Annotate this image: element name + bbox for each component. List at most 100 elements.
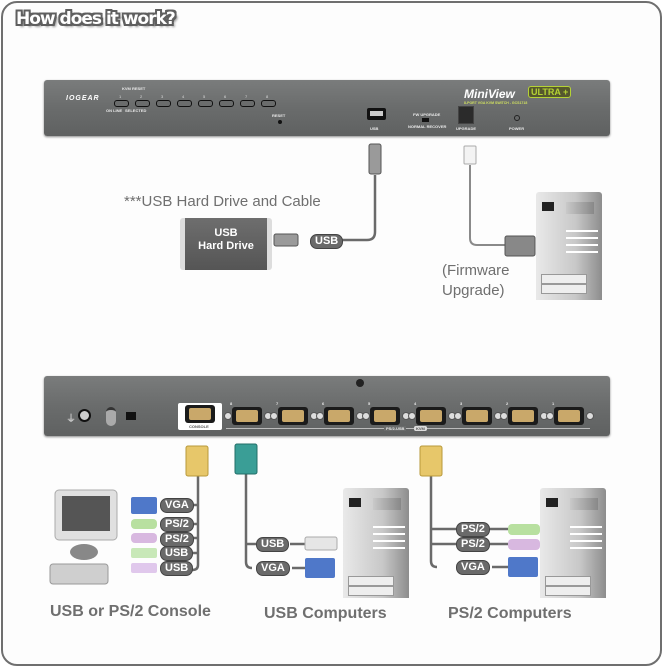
fw-mode-switch[interactable] (422, 118, 429, 122)
computer-port-8[interactable] (232, 407, 262, 425)
computer-port-number: 6 (322, 401, 325, 406)
usb-group-vga-plug (234, 443, 258, 475)
usb-plug-top (368, 143, 382, 175)
rj11-plug (463, 145, 477, 165)
screw-top (356, 379, 364, 387)
ps2-group-vga-plug (419, 445, 443, 477)
computer-port-2[interactable] (508, 407, 538, 425)
port-screw (408, 412, 416, 420)
bus-badge: KVM (414, 426, 427, 431)
upgrade-label: UPGRADE (456, 126, 477, 131)
port-select-button-6[interactable] (219, 100, 234, 107)
dc-power-jack[interactable] (126, 412, 136, 420)
computer-port-6[interactable] (324, 407, 354, 425)
computer-port-3[interactable] (462, 407, 492, 425)
usb-group-vga-connector (305, 558, 335, 578)
monitor-vga-plug (131, 497, 157, 514)
port-screw (586, 412, 594, 420)
port-button-number: 7 (245, 94, 248, 99)
computer-port-1[interactable] (554, 407, 584, 425)
ps2-group-tag-ps2-2: PS/2 (456, 537, 490, 552)
port-select-button-2[interactable] (135, 100, 150, 107)
port-screw (270, 412, 278, 420)
firmware-cable (469, 165, 505, 246)
ps2-group-purple-plug (508, 539, 540, 550)
usb-group-tag-usb: USB (256, 537, 290, 552)
computer-port-number: 7 (276, 401, 279, 406)
computer-port-7[interactable] (278, 407, 308, 425)
console-tag-vga: VGA (160, 498, 194, 513)
kvm-reset-label: KVM RESET (122, 86, 146, 91)
port-button-number: 4 (182, 94, 185, 99)
computer-port-5[interactable] (370, 407, 400, 425)
brand-logo: IOGEAR (66, 95, 100, 102)
port-screw (454, 412, 462, 420)
ground-screw (78, 409, 91, 422)
port-select-button-1[interactable] (114, 100, 129, 107)
computer-port-number: 8 (230, 401, 233, 406)
port-button-number: 2 (140, 94, 143, 99)
console-tag-ps2-2: PS/2 (160, 532, 194, 547)
ps2-group-trunk (429, 476, 438, 569)
port-screw (546, 412, 554, 420)
ps2-computer-tower (540, 488, 606, 598)
port-button-number: 8 (266, 94, 269, 99)
computer-port-number: 1 (552, 401, 555, 406)
online-label: ON LINE (106, 108, 123, 113)
bus-label: PS/2-USB (384, 426, 407, 431)
port-screw (224, 412, 232, 420)
port-button-number: 6 (224, 94, 227, 99)
port-select-button-5[interactable] (198, 100, 213, 107)
ps2-group-tag-ps2-1: PS/2 (456, 522, 490, 537)
product-subtitle: 8-PORT VGA KVM SWITCH - GCS1718 (464, 101, 528, 105)
port-bus-line (226, 428, 590, 429)
ps2-green-plug (131, 519, 157, 529)
drive-label-line2: Hard Drive (198, 240, 254, 252)
computer-port-number: 4 (414, 401, 417, 406)
usb-cable (340, 175, 377, 242)
power-led (514, 115, 520, 121)
upgrade-port[interactable] (458, 106, 474, 124)
usb-cable-tag: USB (310, 234, 344, 249)
serial-connector (504, 235, 536, 257)
console-trunk (191, 476, 200, 572)
firmware-pc-tower (536, 192, 602, 300)
console-vga-plug (185, 445, 209, 477)
firmware-caption-line2: Upgrade) (442, 282, 505, 299)
usb-group-caption: USB Computers (264, 605, 387, 622)
usb-group-usb-plug (304, 536, 338, 551)
port-button-number: 5 (203, 94, 206, 99)
usb-group-tag-vga: VGA (256, 561, 290, 576)
console-tag-ps2-1: PS/2 (160, 517, 194, 532)
usb-port[interactable] (367, 108, 386, 120)
usb-symbol-label: USB (370, 126, 379, 131)
port-select-button-3[interactable] (156, 100, 171, 107)
console-port-label: CONSOLE (189, 424, 209, 429)
usb-hard-drive: USB Hard Drive (180, 218, 272, 270)
port-select-button-8[interactable] (261, 100, 276, 107)
reset-pinhole[interactable] (278, 120, 282, 124)
console-group-caption: USB or PS/2 Console (50, 603, 211, 620)
normal-recover-label: NORMAL RECOVER (408, 124, 447, 129)
console-tag-usb-1: USB (160, 546, 194, 561)
port-screw (316, 412, 324, 420)
ground-icon: ⏚ (66, 414, 76, 425)
firmware-caption-line1: (Firmware (442, 262, 510, 279)
selected-label: SELECTED (125, 108, 147, 113)
ps2-purple-plug (131, 533, 157, 543)
computer-port-4[interactable] (416, 407, 446, 425)
power-switch[interactable] (106, 407, 116, 426)
fw-upgrade-label: FW UPGRADE (413, 112, 441, 117)
computer-port-number: 3 (460, 401, 463, 406)
ps2-group-vga-connector (508, 557, 538, 577)
port-select-button-4[interactable] (177, 100, 192, 107)
port-button-number: 1 (119, 94, 122, 99)
usb-plug-drive (273, 233, 299, 247)
console-port-box[interactable]: CONSOLE (178, 403, 222, 430)
computer-port-number: 5 (368, 401, 371, 406)
reset-label: RESET (272, 113, 286, 118)
port-select-button-7[interactable] (240, 100, 255, 107)
port-screw (362, 412, 370, 420)
